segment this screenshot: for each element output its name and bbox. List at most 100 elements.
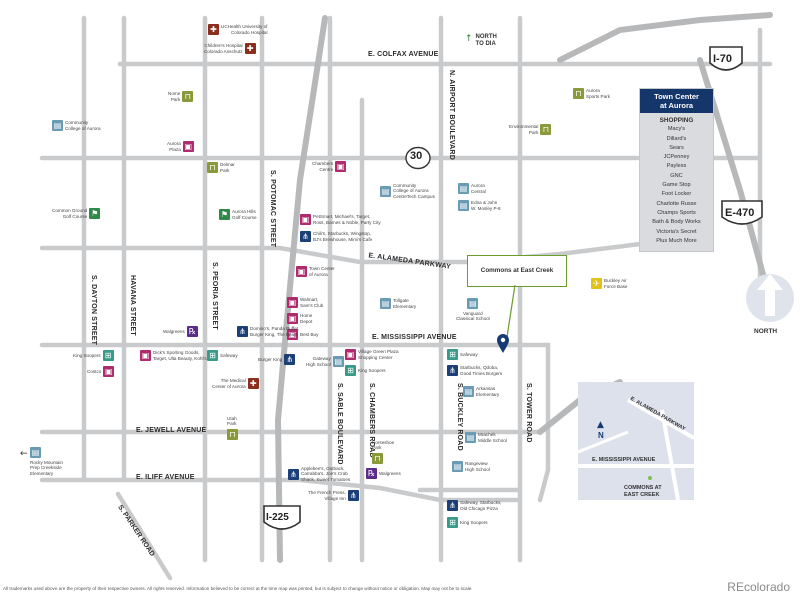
poi-rocky-mountain-prep[interactable]: ▤Rocky Mountain Prep Creekside Elementar… [30, 447, 63, 476]
school-icon: ▤ [380, 298, 391, 309]
poi-king-soopers-iliff[interactable]: ⊞King Soopers [447, 517, 488, 528]
store-item: Foot Locker [661, 191, 692, 198]
poi-environmental-park[interactable]: ⊓Environmental Park [509, 124, 552, 135]
shopping-label: SHOPPING [659, 117, 694, 124]
poi-home-depot[interactable]: ▣Home Depot [287, 313, 313, 324]
poi-centretech-campus[interactable]: ▤Community College of Aurora CentreTech … [380, 183, 435, 199]
hospital-icon: ✚ [247, 378, 259, 389]
poi-uchealth[interactable]: ✚UCHealth University of Colorado Hospita… [208, 24, 267, 35]
north-arrow-icon: ↑ [465, 34, 473, 44]
picnic-table-icon: ⊓ [573, 88, 584, 99]
shopping-icon: ▣ [296, 266, 307, 277]
shopping-icon: ▣ [287, 297, 298, 308]
poi-walgreens-peoria[interactable]: ℞Walgreens [163, 326, 198, 337]
hospital-icon: ✚ [208, 24, 219, 35]
i70-label: I-70 [713, 53, 732, 65]
poi-rangeview[interactable]: ▤Rangeview High School [452, 461, 490, 472]
poi-vanguard[interactable]: ▤Vanguard Classical School [456, 298, 490, 322]
dayton-label: S. DAYTON STREET [90, 275, 97, 346]
poi-safeway-buckley[interactable]: ⊞Safeway [447, 349, 478, 360]
shopping-icon: ▣ [103, 366, 115, 377]
i70-shield: I-70 [708, 43, 744, 82]
poi-safeway-peoria[interactable]: ⊞Safeway [207, 350, 238, 361]
poi-walgreens-sable[interactable]: ℞Walgreens [366, 468, 401, 479]
poi-starbucks-qdoba[interactable]: ⋔Starbucks, Qdoba, Good Times Burgers [447, 365, 502, 376]
dining-icon: ⋔ [237, 326, 248, 337]
poi-mosley[interactable]: ▤Edna & John W. Mosley P-8 [458, 200, 501, 211]
poi-dicks-plaza[interactable]: ▣Dick's Sporting Goods, Target, Ulta Bea… [140, 350, 207, 361]
dining-icon: ⋔ [447, 365, 458, 376]
callout-pointer [506, 285, 516, 338]
i70-highway [557, 12, 773, 63]
inset-commons-label: COMMONS AT EAST CREEK [624, 485, 662, 498]
poi-burger-king[interactable]: ⋔Burger King [258, 354, 296, 365]
poi-best-buy[interactable]: ▣Best Buy [287, 329, 319, 340]
picnic-table-icon: ⊓ [207, 162, 218, 173]
poi-delmar-park[interactable]: ⊓Delmar Park [207, 162, 235, 173]
location-pin-icon[interactable] [497, 334, 509, 354]
poi-dominos-dining[interactable]: ⋔Domino's, Panda Buffet, Burger King, Th… [237, 326, 299, 337]
iliff-road [39, 477, 523, 503]
shopping-icon: ▣ [345, 349, 356, 360]
north-to-dia: ↑ NORTH TO DIA [465, 34, 497, 47]
poi-nome-park[interactable]: ⊓Nome Park [168, 91, 194, 102]
poi-king-soopers-chambers[interactable]: ⊞King Soopers [345, 365, 386, 376]
store-item: Game Stop [662, 182, 691, 189]
poi-chambers-centre[interactable]: ▣Chambers Centre [312, 161, 347, 172]
grocery-icon: ⊞ [207, 350, 218, 361]
colfax-label: E. COLFAX AVENUE [368, 51, 439, 58]
grocery-icon: ⊞ [345, 365, 356, 376]
poi-french-press[interactable]: ⋔The French Press, Village Inn [308, 490, 359, 501]
poi-aurora-sports-park[interactable]: ⊓Aurora Sports Park [573, 88, 610, 99]
poi-aurora-hills-golf[interactable]: ⚑Aurora Hills Golf Course [219, 209, 257, 220]
school-icon: ▤ [452, 461, 463, 472]
poi-mrachek[interactable]: ▤Mrachek Middle School [465, 432, 507, 443]
poi-horseshoe-park[interactable]: Horseshoe Park⊓ [372, 440, 395, 464]
picnic-table-icon: ⊓ [540, 124, 552, 135]
poi-aurora-central[interactable]: ▤Aurora Central [458, 183, 486, 194]
poi-buckley-afb[interactable]: ✈Buckley Air Force Base [591, 278, 628, 289]
poi-aurora-plaza[interactable]: ▣Aurora Plaza [167, 141, 194, 152]
poi-village-green[interactable]: ▣Village Green Plaza Shopping Center [345, 349, 399, 360]
poi-tollgate[interactable]: ▤Tollgate Elementary [380, 298, 417, 309]
poi-costco[interactable]: ▣Costco [87, 366, 115, 377]
shopping-icon: ▣ [287, 329, 298, 340]
inset-north-icon: ▲ [597, 420, 604, 430]
e470-label: E-470 [725, 207, 755, 219]
grocery-icon: ⊞ [447, 517, 458, 528]
dining-icon: ⋔ [347, 490, 359, 501]
route-30-label: 30 [410, 150, 423, 162]
parker-road [115, 491, 173, 581]
town-center-title: Town Center at Aurora [640, 89, 713, 113]
poi-walmart[interactable]: ▣Walmart, Sam's Club [287, 297, 324, 308]
school-icon: ▤ [30, 447, 41, 458]
poi-town-center[interactable]: ▣Town Center of Aurora [296, 266, 335, 277]
town-center-store-list: SHOPPING Macy's Dillard's Sears JCPenney… [640, 113, 713, 251]
poi-king-soopers-dayton[interactable]: ⊞King Soopers [73, 350, 114, 361]
poi-gateway-hs[interactable]: ▤Gateway High School [306, 356, 344, 367]
inset-mississippi-label: E. MISSISSIPPI AVENUE [592, 457, 656, 463]
poi-arkansas-elem[interactable]: ▤Arkansas Elementary [463, 386, 500, 397]
pharmacy-icon: ℞ [186, 326, 198, 337]
mississippi-label: E. MISSISSIPPI AVENUE [372, 334, 457, 341]
poi-common-ground-golf[interactable]: ⚑Common Ground Golf Course [52, 208, 101, 219]
commons-callout: Commons at East Creek [467, 255, 567, 287]
poi-safeway-starbucks[interactable]: ⋔Safeway, Starbucks, Old Chicago Pizza [447, 500, 502, 511]
shopping-icon: ▣ [182, 141, 194, 152]
poi-petsmart-plaza[interactable]: ▣PetSmart, Michael's, Target, Ross, Barn… [300, 214, 381, 225]
compass: NORTH [745, 268, 795, 338]
havana-label: HAVANA STREET [129, 275, 136, 336]
e470-shield: E-470 [720, 197, 764, 236]
poi-childrens-hospital[interactable]: ✚Children's Hospital Colorado Anschutz [204, 43, 256, 54]
poi-applebees-dining[interactable]: ⋔Applebee's, Outback, Carrabba's, Joe's … [288, 466, 350, 482]
poi-community-college[interactable]: ▤Community College of Aurora [52, 120, 101, 131]
brand-logo: REcolorado [727, 580, 790, 594]
poi-medical-center[interactable]: ✚The Medical Center of Aurora [212, 378, 259, 389]
potomac-label: S. POTOMAC STREET [269, 170, 276, 248]
poi-chilis-dining[interactable]: ⋔Chili's, Starbucks, Wingstop, BJ's Brew… [300, 231, 372, 242]
poi-utah-park[interactable]: Utah Park⊓ [227, 416, 238, 440]
shopping-icon: ▣ [287, 313, 298, 324]
picnic-table-icon: ⊓ [372, 452, 383, 464]
